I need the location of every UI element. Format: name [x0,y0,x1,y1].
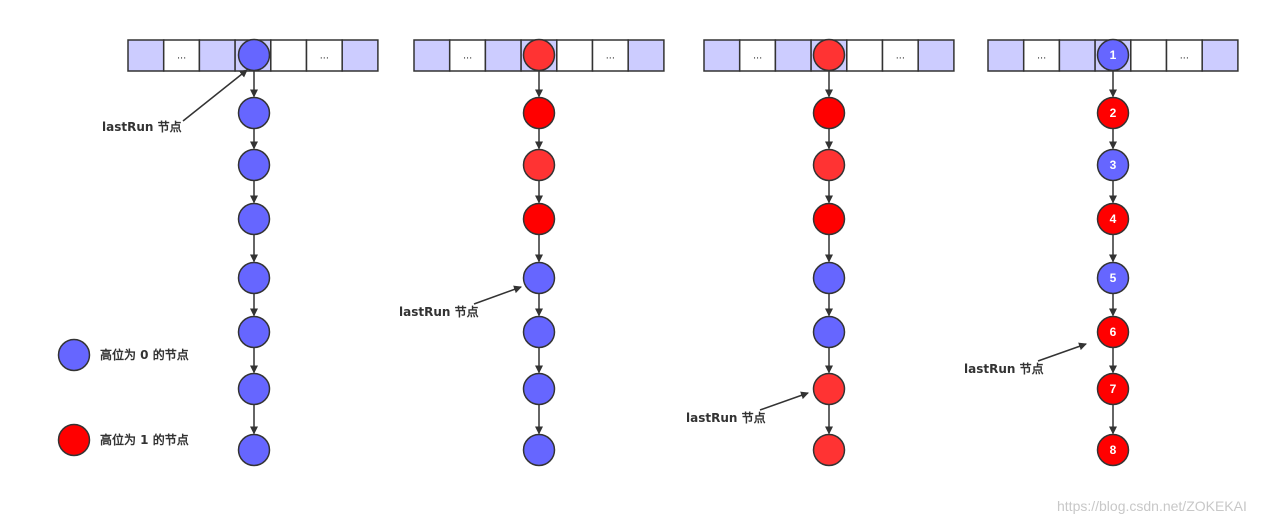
chain-node [522,148,556,182]
ellipsis-text: ... [606,50,615,62]
ellipsis-text: ... [753,50,762,62]
head-node [237,38,271,72]
array-cell [198,39,236,72]
panel-2: ...... lastRun 节点 [399,38,665,467]
chain-node [1096,261,1130,295]
chain-node [237,433,271,467]
chain-node [1096,148,1130,182]
array-cell [846,39,884,72]
chain-node [812,148,846,182]
array-cell [341,39,379,72]
array-cell [738,39,777,72]
annotation-label: lastRun 节点 [964,361,1044,376]
array-cell [774,39,812,72]
chain-node [812,372,846,406]
array-cell [127,39,165,72]
ellipsis-text: ... [1180,50,1189,62]
chain-node [522,202,556,236]
annotation-label: lastRun 节点 [102,119,182,134]
array-cell [627,39,665,72]
lastrun-annotation: lastRun 节点 [399,285,522,319]
chain-node [1096,202,1130,236]
array-cell [1130,39,1168,72]
array-cell [703,39,741,72]
node-number: 8 [1110,443,1117,457]
annotation-arrow [182,69,248,122]
chain-node [237,148,271,182]
chain-node [522,261,556,295]
array-cell [270,39,308,72]
array-cell [917,39,955,72]
chain-node [812,315,846,349]
chain-node [522,96,556,130]
chain-node [812,261,846,295]
chain-node [1096,433,1130,467]
chain-node [237,261,271,295]
bucket-array: ...... [413,39,665,72]
ellipsis-text: ... [320,50,329,62]
legend-swatch [57,338,91,372]
array-cell [881,39,919,72]
head-node [812,38,846,72]
chain-node [522,315,556,349]
chain-node [812,433,846,467]
annotation-arrow [473,285,522,305]
legend-label: 高位为 0 的节点 [100,347,189,362]
lastrun-annotation: lastRun 节点 [964,342,1087,376]
legend-label: 高位为 1 的节点 [100,432,189,447]
array-cell [413,39,451,72]
legend-swatch [57,423,91,457]
chain-node [522,433,556,467]
panels-layer: ...... lastRun 节点...... lastRun 节点...... la… [102,38,1239,467]
chain-node [237,202,271,236]
chain-node [237,372,271,406]
node-number: 7 [1110,382,1117,396]
annotation-arrow [759,391,809,411]
ellipsis-text: ... [1037,50,1046,62]
node-number: 1 [1110,48,1117,62]
watermark-text: https://blog.csdn.net/ZOKEKAI [1057,498,1247,514]
chain-node [1096,96,1130,130]
node-number: 4 [1110,212,1117,226]
panel-1: ...... lastRun 节点 [102,38,379,467]
head-node [1096,38,1130,72]
legend-item-red: 高位为 1 的节点 [57,423,189,457]
annotation-label: lastRun 节点 [686,410,766,425]
chain-node [237,96,271,130]
array-cell [556,39,594,72]
array-cell [484,39,522,72]
ellipsis-text: ... [177,50,186,62]
panel-3: ...... lastRun 节点 [686,38,955,467]
node-number: 5 [1110,271,1117,285]
ellipsis-text: ... [463,50,472,62]
head-node [522,38,556,72]
chain-node [1096,372,1130,406]
chain-node [237,315,271,349]
array-cell [162,39,201,72]
bucket-array: ...... [987,39,1239,72]
chain-node [1096,315,1130,349]
array-cell [1201,39,1239,72]
legend-item-blue: 高位为 0 的节点 [57,338,189,372]
array-cell [1022,39,1061,72]
annotation-arrow [1037,342,1087,362]
array-cell [1165,39,1203,72]
array-cell [1058,39,1096,72]
lastrun-annotation: lastRun 节点 [686,391,809,425]
array-cell [987,39,1025,72]
lastrun-annotation: lastRun 节点 [102,69,248,134]
chain-node [812,202,846,236]
chain-node [812,96,846,130]
node-number: 6 [1110,325,1117,339]
node-number: 3 [1110,158,1117,172]
node-number: 2 [1110,106,1117,120]
array-cell [591,39,629,72]
annotation-label: lastRun 节点 [399,304,479,319]
array-cell [305,39,343,72]
ellipsis-text: ... [896,50,905,62]
chain-node [522,372,556,406]
